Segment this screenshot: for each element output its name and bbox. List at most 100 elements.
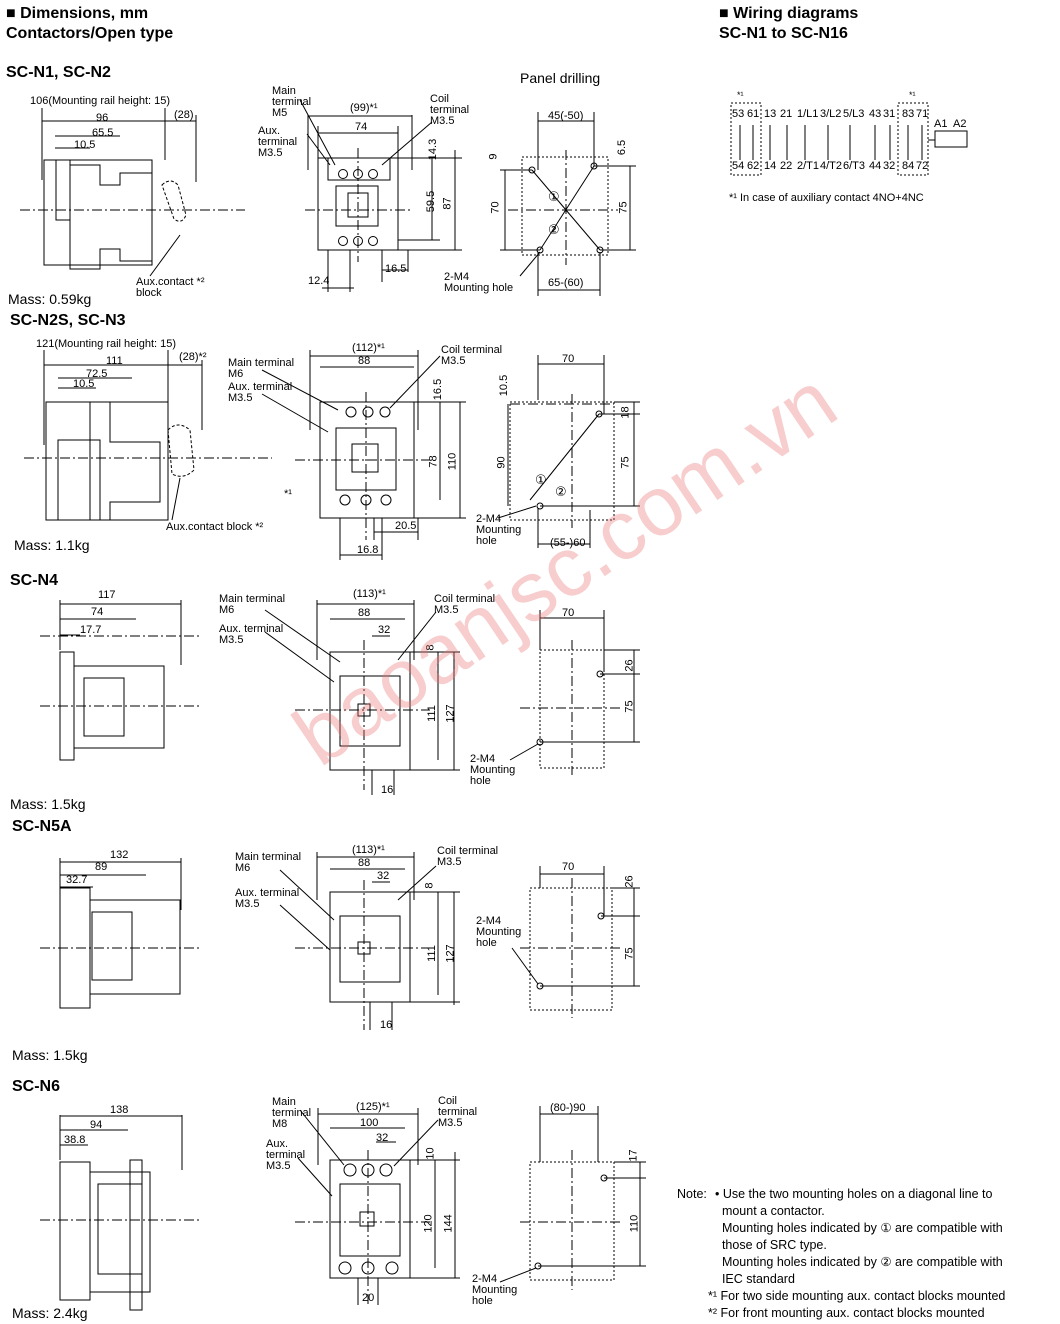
mounting-hole-label: 2-M4 Mounting hole [444, 271, 514, 294]
mounting-hole-label-b: 2-M4 Mounting hole [476, 513, 522, 547]
mass-sc-n2s-n3: Mass: 1.1kg [14, 537, 90, 553]
model-sc-n2s-n3: SC-N2S, SC-N3 [10, 312, 126, 329]
coil-terminal-label-e: Coil terminal M3.5 [438, 1095, 478, 1129]
dim-117: 117 [98, 589, 116, 601]
wire-32: 32 [883, 160, 896, 172]
dim-32-e: 32 [376, 1132, 389, 1144]
wire-5l3: 5/L3 [843, 108, 865, 120]
aux-terminal-label-e: Aux. terminal M3.5 [266, 1138, 306, 1172]
aux-contact-block-label-b: Aux.contact block *² [166, 521, 264, 533]
dim-100: 100 [360, 1117, 379, 1129]
dim-10-5: 10.5 [74, 139, 96, 151]
dim-17-7: 17.7 [80, 624, 102, 636]
panel-dim-80-90: (80-)90 [550, 1102, 586, 1114]
marker-1: ① [548, 189, 560, 204]
rail-note-sc-n2s: 121(Mounting rail height: 15) [36, 338, 177, 350]
front-view-sc-n4 [264, 600, 460, 795]
panel-drilling-sc-n2s [497, 355, 640, 548]
mass-sc-n1-n2: Mass: 0.59kg [8, 291, 92, 307]
front-view-sc-n6 [295, 1108, 460, 1305]
wire-14: 14 [764, 160, 777, 172]
panel-drilling-title: Panel drilling [520, 70, 601, 86]
dim-65-5: 65.5 [92, 127, 114, 139]
note-line-8: *² For front mounting aux. contact block… [708, 1306, 985, 1320]
panel-dim-70-d: 70 [562, 861, 575, 873]
dim-38-8: 38.8 [64, 1134, 86, 1146]
dim-113: (113)*¹ [353, 588, 386, 600]
aux-terminal-label-d: Aux. terminal M3.5 [235, 887, 300, 910]
dim-32-7: 32.7 [66, 874, 88, 886]
aux-terminal-label: Aux. terminal M3.5 [258, 125, 298, 159]
front-view-sc-n2s [261, 350, 466, 560]
mass-sc-n6: Mass: 2.4kg [12, 1305, 88, 1321]
wire-3l2: 3/L2 [820, 108, 842, 120]
main-terminal-label-c: Main terminal M6 [219, 593, 286, 616]
dim-99: (99)*¹ [350, 102, 378, 114]
coil-terminal-label-c: Coil terminal M3.5 [434, 593, 496, 616]
panel-dim-70-b: 70 [562, 353, 575, 365]
wiring-footnote: *¹ In case of auxiliary contact 4NO+4NC [729, 192, 924, 204]
wire-a1: A1 [934, 118, 948, 130]
model-sc-n4: SC-N4 [10, 572, 59, 589]
dim-89: 89 [95, 861, 108, 873]
wiring-diagrams-heading: ■ Wiring diagrams [719, 5, 859, 22]
wire-84: 84 [902, 160, 915, 172]
wiring-star-1: *¹ [737, 90, 744, 100]
model-sc-n6: SC-N6 [12, 1078, 61, 1095]
dim-16-8: 16.8 [357, 544, 379, 556]
main-terminal-label-e: Main terminal M8 [272, 1096, 312, 1130]
dim-88: 88 [358, 355, 371, 367]
wire-61: 61 [747, 108, 760, 120]
dim-28: (28) [174, 109, 194, 121]
note-line-7: *¹ For two side mounting aux. contact bl… [708, 1289, 1006, 1303]
dim-72-5: 72.5 [86, 368, 108, 380]
dim-96: 96 [96, 112, 109, 124]
mass-sc-n5a: Mass: 1.5kg [12, 1047, 88, 1063]
wire-54: 54 [732, 160, 745, 172]
dim-28-b: (28)*² [179, 351, 207, 363]
note-line-5: Mounting holes indicated by ② are compat… [715, 1255, 1003, 1269]
side-view-sc-n1 [20, 108, 245, 277]
main-terminal-label: Main terminal M5 [272, 85, 312, 119]
dim-16-d: 16 [380, 1019, 393, 1031]
wire-4t2: 4/T2 [820, 160, 843, 172]
aux-terminal-label-b: Aux. terminal M3.5 [228, 381, 293, 404]
marker-1-b: ① [535, 472, 547, 487]
dimensions-heading: ■ Dimensions, mm [6, 5, 149, 22]
side-view-sc-n4 [40, 600, 200, 761]
panel-drilling-sc-n1 [500, 112, 636, 296]
wire-71: 71 [916, 108, 929, 120]
note-line-3: Mounting holes indicated by ① are compat… [715, 1221, 1003, 1235]
wire-72: 72 [916, 160, 929, 172]
wire-a2: A2 [953, 118, 967, 130]
mounting-hole-label-e: 2-M4 Mounting hole [472, 1273, 518, 1307]
aux-contact-block-label: Aux.contact *² block [136, 276, 205, 299]
wire-44: 44 [869, 160, 882, 172]
dim-112: (112)*¹ [352, 342, 385, 354]
marker-2: ② [548, 222, 560, 237]
coil-terminal-label-d: Coil terminal M3.5 [437, 845, 499, 868]
dim-125: (125)*¹ [356, 1101, 390, 1113]
wire-21: 21 [780, 108, 793, 120]
dim-74-c: 74 [91, 606, 104, 618]
wiring-diagrams-range: SC-N1 to SC-N16 [719, 25, 848, 42]
wire-2t1: 2/T1 [797, 160, 820, 172]
dim-32-d: 32 [377, 870, 390, 882]
wire-43: 43 [869, 108, 882, 120]
dim-88-c: 88 [358, 607, 371, 619]
dim-111: 111 [106, 355, 123, 367]
note-line-1: • Use the two mounting holes on a diagon… [715, 1187, 993, 1201]
mounting-hole-label-d: 2-M4 Mounting hole [476, 915, 522, 949]
wire-1l1: 1/L1 [797, 108, 819, 120]
model-sc-n1-n2: SC-N1, SC-N2 [6, 64, 111, 81]
wire-6t3: 6/T3 [843, 160, 866, 172]
main-terminal-label-d: Main terminal M6 [235, 851, 302, 874]
front-view-sc-n1 [299, 99, 462, 292]
dim-132: 132 [110, 849, 129, 861]
wire-22: 22 [780, 160, 793, 172]
note-line-4: those of SRC type. [715, 1238, 827, 1252]
marker-2-b: ② [555, 484, 567, 499]
panel-drilling-sc-n4 [509, 610, 640, 775]
side-view-sc-n2s [24, 350, 272, 521]
dim-16-c: 16 [381, 784, 394, 796]
